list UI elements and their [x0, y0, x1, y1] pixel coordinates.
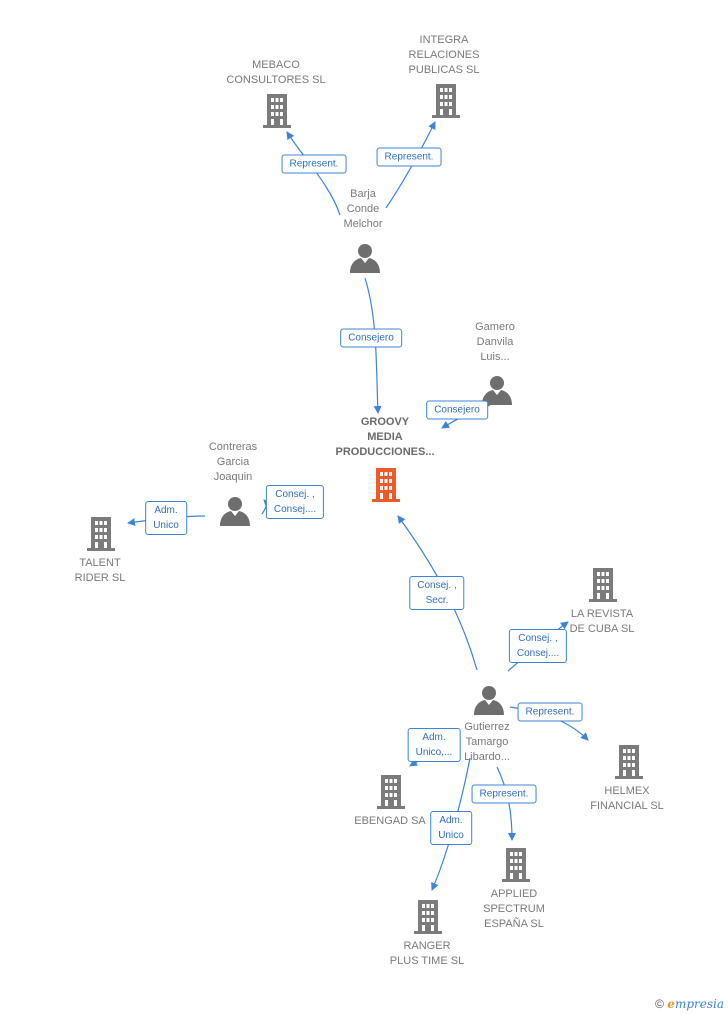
building-icon-talent[interactable] — [87, 517, 115, 551]
edge-label-gutierrez-to-ebengad: Adm. Unico,... — [407, 728, 461, 762]
node-label-talent[interactable]: TALENT RIDER SL — [74, 557, 126, 584]
edge-label-contreras-to-talent: Adm. Unico — [145, 501, 187, 535]
person-icon-contreras[interactable] — [220, 497, 250, 526]
node-label-groovy[interactable]: GROOVY MEDIA PRODUCCIONES... — [335, 416, 435, 458]
edge-label-gamero-to-groovy: Consejero — [426, 400, 488, 420]
edge-label-gutierrez-to-applied: Represent. — [471, 784, 537, 804]
building-icon-revista[interactable] — [589, 568, 617, 602]
node-label-revista[interactable]: LA REVISTA DE CUBA SL — [569, 608, 635, 635]
edge-barja-to-mebaco — [286, 131, 341, 216]
edge-label-barja-to-groovy: Consejero — [340, 328, 402, 348]
node-label-ebengad[interactable]: EBENGAD SA — [354, 815, 426, 827]
brand-logo[interactable]: empresia — [667, 997, 724, 1011]
edge-label-gutierrez-to-helmex: Represent. — [517, 702, 583, 722]
node-label-helmex[interactable]: HELMEX FINANCIAL SL — [590, 785, 664, 812]
node-label-mebaco[interactable]: MEBACO CONSULTORES SL — [226, 59, 326, 86]
person-icon-barja[interactable] — [350, 244, 380, 273]
edge-label-gutierrez-to-groovy: Consej. , Secr. — [409, 576, 465, 610]
edge-label-barja-to-integra: Represent. — [376, 147, 442, 167]
node-label-applied[interactable]: APPLIED SPECTRUM ESPAÑA SL — [483, 888, 545, 930]
building-icon-applied[interactable] — [502, 848, 530, 882]
building-icon-mebaco[interactable] — [263, 94, 291, 128]
node-label-integra[interactable]: INTEGRA RELACIONES PUBLICAS SL — [408, 34, 480, 76]
node-label-gamero[interactable]: Gamero Danvila Luis... — [475, 321, 515, 363]
copyright-symbol: © — [655, 997, 664, 1011]
edge-gutierrez-to-applied — [496, 766, 516, 841]
node-label-gutierrez[interactable]: Gutierrez Tamargo Libardo... — [464, 721, 510, 763]
building-icon-groovy[interactable] — [372, 468, 400, 502]
building-icon-helmex[interactable] — [615, 745, 643, 779]
node-label-barja[interactable]: Barja Conde Melchor — [343, 188, 383, 230]
edge-label-gutierrez-to-ranger: Adm. Unico — [430, 811, 472, 845]
person-icon-gutierrez[interactable] — [474, 686, 504, 715]
building-icon-ebengad[interactable] — [377, 775, 405, 809]
building-icon-integra[interactable] — [432, 84, 460, 118]
edge-label-gutierrez-to-revista: Consej. , Consej.... — [508, 629, 568, 663]
building-icon-ranger[interactable] — [414, 900, 442, 934]
edge-label-contreras-to-groovy: Consej. , Consej.... — [265, 485, 325, 519]
copyright-notice: © empresia — [655, 997, 724, 1011]
edge-label-barja-to-mebaco: Represent. — [281, 154, 347, 174]
node-label-ranger[interactable]: RANGER PLUS TIME SL — [389, 940, 465, 967]
node-label-contreras[interactable]: Contreras Garcia Joaquin — [208, 441, 258, 483]
